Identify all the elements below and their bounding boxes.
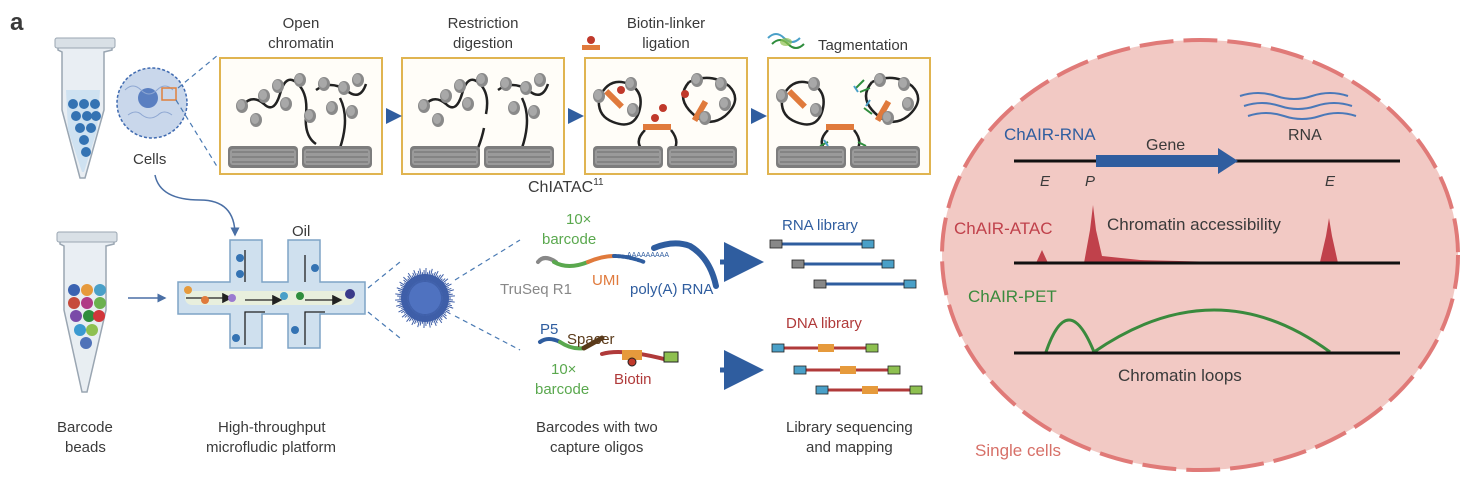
platform-label-1: High-throughput [218,419,326,436]
rna-library-label: RNA library [782,217,858,234]
platform-label-2: microfludic platform [206,439,336,456]
barcode-bead-icon [395,268,455,328]
chair-pet-title: ChAIR-PET [968,287,1057,306]
biotin-label: Biotin [614,371,652,388]
rna-capture-oligo [536,240,719,289]
umi-label: UMI [592,272,620,289]
polya-tail: AAAAAAAAA [627,252,669,259]
barcode-bead-tube-icon [56,231,118,393]
chiatac-label: ChIATAC11 [528,177,604,196]
cell-tube-icon [54,37,116,179]
dna-barcode-top: 10× [551,361,576,378]
gene-label: Gene [1146,137,1185,154]
cells-label: Cells [133,151,166,168]
cell-nucleus-icon [116,54,219,169]
single-cell-panel: ChAIR-RNA Gene RNA E P E ChAIR-ATAC Chro… [940,38,1460,472]
oil-label: Oil [292,223,310,240]
panel-letter: a [10,9,24,36]
loops-label: Chromatin loops [1118,366,1242,385]
accessibility-label: Chromatin accessibility [1107,215,1281,234]
barcode-beads-label-1: Barcode [57,419,113,436]
polya-label: poly(A) RNA [630,281,713,298]
cells-to-chip-arrow [154,174,240,237]
single-cells-footer: Single cells [975,441,1061,460]
rna-transcript-icon [1239,92,1357,120]
chair-rna-title: ChAIR-RNA [1004,125,1096,144]
library-caption-2: and mapping [806,439,893,456]
barcodes-caption-2: capture oligos [550,439,643,456]
biotin-linker-icon [582,36,600,50]
rna-label: RNA [1288,127,1322,144]
rna-library-reads [769,239,917,289]
spacer-label: Spacer [567,331,615,348]
microfluidic-chip-icon [177,239,366,349]
step-title-4: Tagmentation [818,37,908,54]
tn5-transposase-icon [767,33,805,49]
barcodes-caption-1: Barcodes with two [536,419,658,436]
rna-barcode-bottom: barcode [542,231,596,248]
chromatin-drawings [227,73,921,169]
chair-atac-title: ChAIR-ATAC [954,219,1053,238]
promoter-label: P [1085,173,1095,190]
rna-barcode-top: 10× [566,211,591,228]
enhancer-left: E [1040,173,1051,190]
dna-library-reads [771,343,923,395]
p5-label: P5 [540,321,558,338]
barcode-beads-label-2: beads [65,439,106,456]
library-caption-1: Library sequencing [786,419,913,436]
dna-barcode-bottom: barcode [535,381,589,398]
enhancer-right: E [1325,173,1336,190]
dna-capture-oligo [538,335,679,367]
truseq-label: TruSeq R1 [500,281,572,298]
dna-library-label: DNA library [786,315,862,332]
